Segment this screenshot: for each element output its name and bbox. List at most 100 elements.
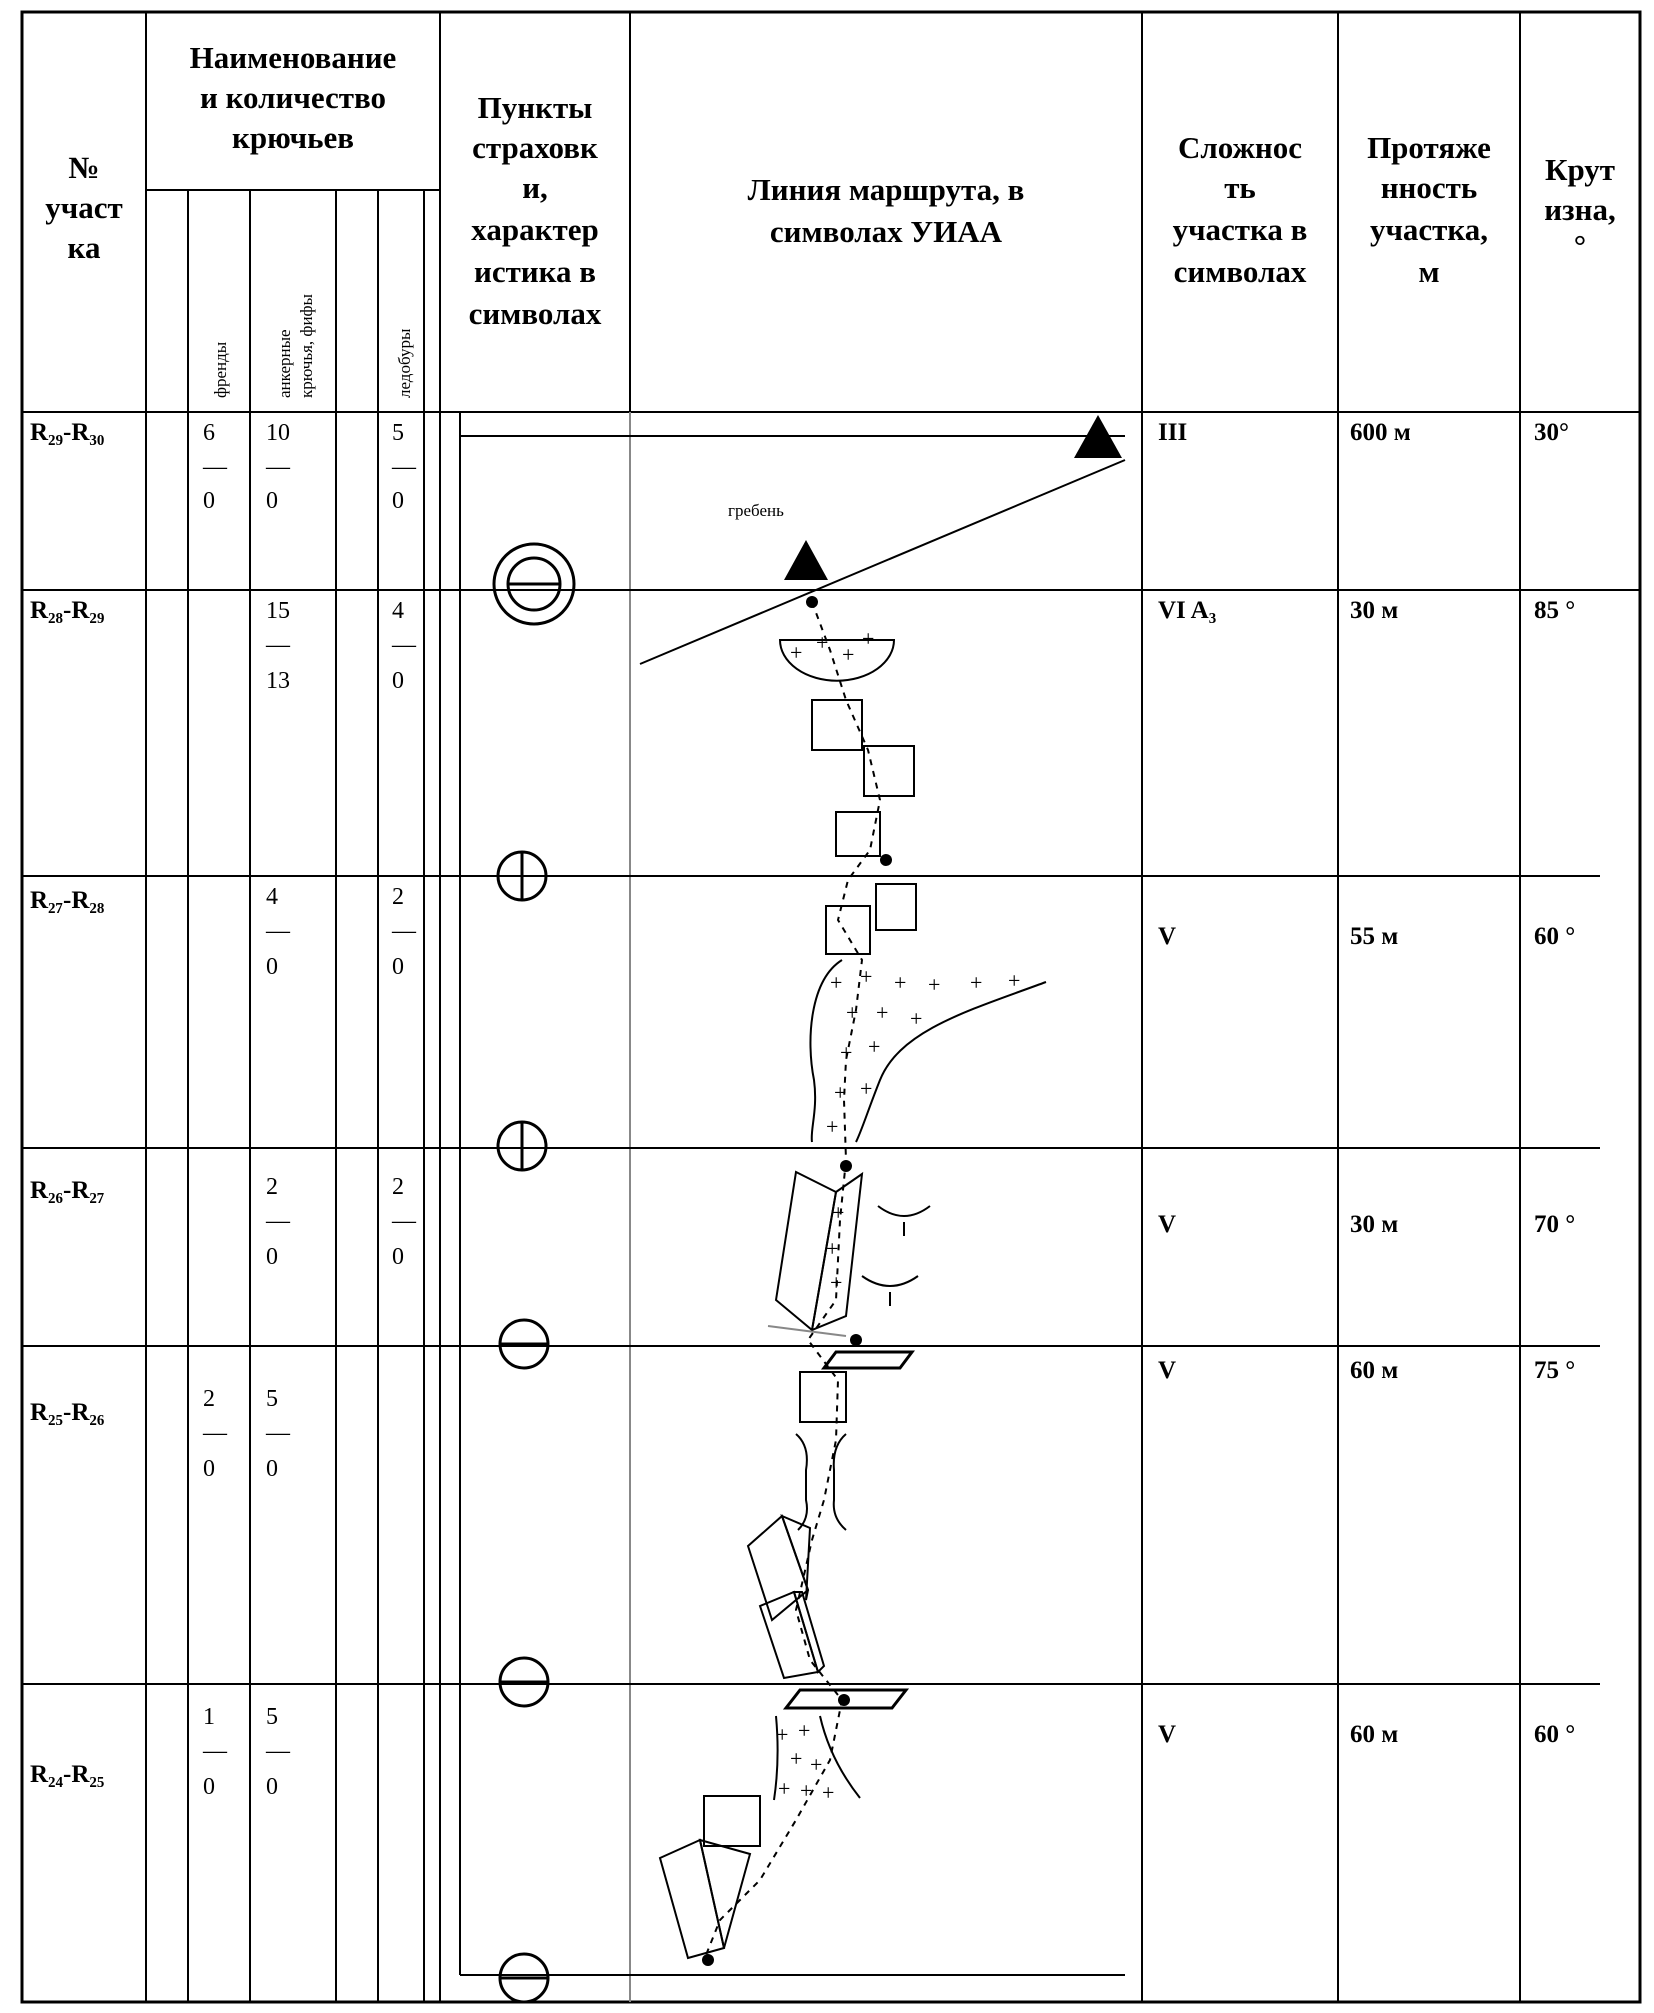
snow-texture: + bbox=[970, 970, 982, 995]
ice-top: 4 bbox=[392, 598, 404, 624]
length: 30 м bbox=[1350, 1211, 1398, 1238]
dihedral-icon bbox=[792, 1591, 826, 1674]
couloir-edge bbox=[809, 959, 843, 1143]
ice-bar: — bbox=[391, 1208, 417, 1234]
snow-texture: + bbox=[822, 1780, 834, 1805]
friends-top: 2 bbox=[203, 1386, 215, 1412]
anchors-bar: — bbox=[265, 1208, 291, 1234]
anchors-top: 2 bbox=[266, 1174, 278, 1200]
anchors-top: 10 bbox=[266, 420, 290, 446]
header-route-line1: Линия маршрута, в bbox=[748, 172, 1025, 207]
header-points-line2: страховк bbox=[472, 130, 598, 165]
crack-icon bbox=[795, 1433, 808, 1531]
row-section: R₂₇-R₂₈ bbox=[30, 887, 104, 914]
ridge-triangle-icon bbox=[784, 540, 828, 580]
header-length-line3: участка, bbox=[1370, 212, 1488, 247]
route-dashed-line bbox=[705, 601, 882, 1956]
dihedral-icon bbox=[780, 1514, 812, 1601]
anchors-bottom: 0 bbox=[266, 1244, 278, 1270]
steepness: 30° bbox=[1534, 419, 1569, 446]
friends-bar: — bbox=[202, 1738, 228, 1764]
table-row: R₂₆-R₂₇ 2 — 0 2 — 0 V 30 м 70 ° bbox=[30, 1174, 1575, 1270]
rock-texture: + bbox=[816, 630, 828, 655]
header-length-line2: нность bbox=[1381, 170, 1478, 205]
header-points-line3: и, bbox=[522, 170, 548, 205]
steepness: 70 ° bbox=[1534, 1211, 1575, 1238]
header-points-line1: Пункты bbox=[478, 90, 593, 125]
length: 60 м bbox=[1350, 1357, 1398, 1384]
crack-icon bbox=[832, 1433, 847, 1531]
row-section: R₂₅-R₂₆ bbox=[30, 1399, 105, 1426]
route-drawing: гребень + + + + + + + + + + + + + + + + … bbox=[639, 415, 1126, 1966]
header-difficulty-line1: Сложнос bbox=[1178, 130, 1302, 165]
friends-top: 1 bbox=[203, 1704, 215, 1730]
snow-texture: + bbox=[832, 1200, 844, 1225]
table-row: R₂₉-R₃₀ 6 — 0 10 — 0 5 — 0 III 600 м 30° bbox=[30, 419, 1569, 514]
snow-texture: + bbox=[868, 1034, 880, 1059]
table-row: R₂₅-R₂₆ 2 — 0 5 — 0 V 60 м 75 ° bbox=[30, 1357, 1575, 1482]
ice-top: 2 bbox=[392, 884, 404, 910]
difficulty: III bbox=[1158, 419, 1187, 446]
row-section: R₂₈-R₂₉ bbox=[30, 597, 105, 624]
anchors-bar: — bbox=[265, 1738, 291, 1764]
snow-texture: + bbox=[776, 1722, 788, 1747]
anchors-top: 4 bbox=[266, 884, 278, 910]
ledge-icon bbox=[782, 1688, 910, 1710]
snow-texture: + bbox=[876, 1000, 888, 1025]
subheader-friends: френды bbox=[211, 341, 230, 398]
ice-bar: — bbox=[391, 918, 417, 944]
bolt-belay-icon bbox=[498, 1656, 550, 1708]
couloir-edge bbox=[855, 981, 1047, 1143]
header-points-line5: истика в bbox=[474, 254, 596, 289]
anchors-top: 15 bbox=[266, 598, 290, 624]
header-steep-line1: Крут bbox=[1545, 152, 1615, 187]
rock-texture: + bbox=[862, 626, 874, 651]
header-hooks-line2: и количество bbox=[200, 80, 386, 115]
difficulty: VI A₃ bbox=[1158, 597, 1216, 624]
snow-texture: + bbox=[846, 1000, 858, 1025]
steepness: 85 ° bbox=[1534, 597, 1575, 624]
snow-texture: + bbox=[1008, 968, 1020, 993]
row-section: R₂₉-R₃₀ bbox=[30, 419, 104, 446]
anchors-bottom: 0 bbox=[266, 1456, 278, 1482]
friends-bottom: 0 bbox=[203, 1774, 215, 1800]
snow-texture: + bbox=[860, 964, 872, 989]
header-points-line6: символах bbox=[469, 296, 602, 331]
table-row: R₂₄-R₂₅ 1 — 0 5 — 0 V 60 м 60 ° bbox=[30, 1704, 1575, 1800]
steepness: 60 ° bbox=[1534, 923, 1575, 950]
snow-texture: + bbox=[910, 1006, 922, 1031]
ice-bar: — bbox=[391, 632, 417, 658]
anchors-bottom: 13 bbox=[266, 668, 290, 694]
friends-bar: — bbox=[202, 454, 228, 480]
header: № участ ка Наименование и количество крю… bbox=[45, 40, 1615, 398]
anchors-bar: — bbox=[265, 918, 291, 944]
snow-texture: + bbox=[778, 1776, 790, 1801]
anchors-bar: — bbox=[265, 1420, 291, 1446]
length: 55 м bbox=[1350, 923, 1398, 950]
table-grid bbox=[20, 10, 1642, 2004]
header-no-line1: № bbox=[68, 150, 99, 185]
snow-texture: + bbox=[894, 970, 906, 995]
friends-top: 6 bbox=[203, 420, 215, 446]
header-no-line3: ка bbox=[68, 230, 101, 265]
dihedral-icon bbox=[658, 1838, 726, 1960]
snow-texture: + bbox=[830, 970, 842, 995]
dihedral-icon bbox=[746, 1514, 810, 1622]
snow-texture: + bbox=[798, 1718, 810, 1743]
double-circle-belay-icon bbox=[492, 542, 576, 626]
belay-dot bbox=[850, 1334, 862, 1346]
subheader-anchor-line1: анкерные bbox=[275, 329, 294, 398]
row-section: R₂₄-R₂₅ bbox=[30, 1761, 104, 1788]
ridge-label: гребень bbox=[728, 501, 784, 520]
slab-square-icon bbox=[811, 699, 863, 751]
slab-square-icon bbox=[799, 1371, 847, 1423]
ice-bottom: 0 bbox=[392, 954, 404, 980]
anchors-bar: — bbox=[265, 632, 291, 658]
ice-bar: — bbox=[391, 454, 417, 480]
belay-dot bbox=[806, 596, 818, 608]
header-difficulty-line3: участка в bbox=[1173, 212, 1308, 247]
steepness: 60 ° bbox=[1534, 1721, 1575, 1748]
subheader-ice: ледобуры bbox=[395, 328, 414, 398]
ice-top: 5 bbox=[392, 420, 404, 446]
